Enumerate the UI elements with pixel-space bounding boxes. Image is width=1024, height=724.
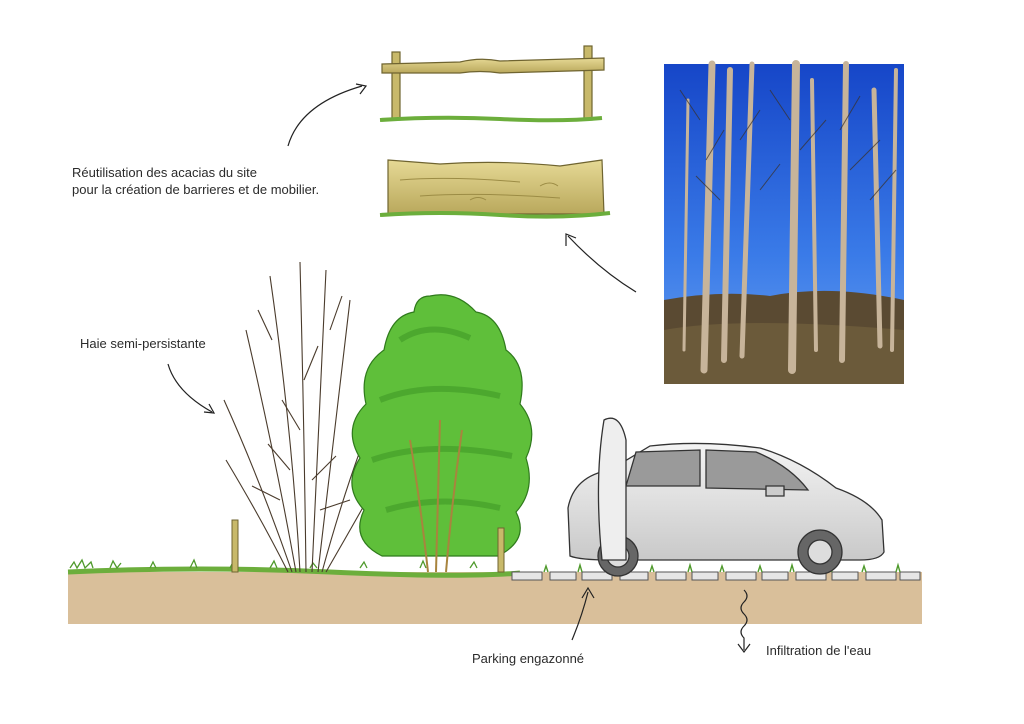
water-infiltration-arrow xyxy=(740,589,748,650)
hedge-label: Haie semi-persistante xyxy=(80,336,206,351)
wooden-beam-furniture xyxy=(379,159,611,219)
bare-deciduous-shrub xyxy=(223,261,385,573)
parking-label: Parking engazonné xyxy=(472,651,585,666)
acacia-reuse-line2: pour la création de barrieres et de mobi… xyxy=(72,182,320,197)
arrow-head-icon xyxy=(737,643,751,653)
arrow-head-icon xyxy=(581,586,595,599)
arrow-head-icon xyxy=(565,233,577,246)
evergreen-shrub xyxy=(351,294,533,573)
acacia-forest-photo xyxy=(664,60,904,384)
soil-profile xyxy=(67,558,922,624)
arrow-from-photo xyxy=(567,235,637,293)
infiltration-label: Infiltration de l'eau xyxy=(766,643,872,658)
parked-car xyxy=(567,417,885,577)
arrow-to-fence xyxy=(287,85,363,147)
acacia-reuse-line1: Réutilisation des acacias du site xyxy=(72,165,257,180)
arrow-head-icon xyxy=(355,83,368,95)
arrow-to-hedge xyxy=(167,363,213,413)
arrow-head-icon xyxy=(203,403,216,414)
fence-post xyxy=(497,527,505,573)
acacia-reuse-label: Réutilisation des acacias du site pour l… xyxy=(72,164,319,198)
wooden-rail-fence xyxy=(379,45,605,123)
fence-post xyxy=(231,519,239,573)
arrow-to-parking xyxy=(571,591,589,641)
